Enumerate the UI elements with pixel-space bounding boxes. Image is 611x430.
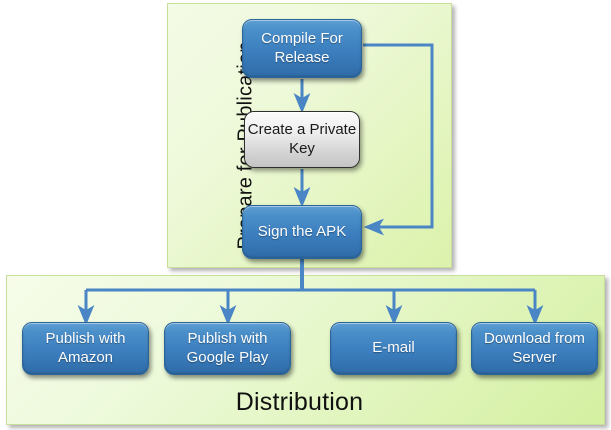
node-compile-for-release[interactable]: Compile For Release	[242, 19, 362, 78]
node-sign-the-apk[interactable]: Sign the APK	[242, 205, 362, 259]
node-download-from-server[interactable]: Download from Server	[471, 322, 598, 375]
node-publish-with-google-play[interactable]: Publish with Google Play	[164, 322, 291, 375]
node-create-a-private-key[interactable]: Create a Private Key	[244, 111, 360, 168]
group-title-distribution: Distribution	[235, 388, 364, 416]
node-publish-with-amazon[interactable]: Publish with Amazon	[22, 322, 149, 375]
node-email[interactable]: E-mail	[330, 322, 457, 375]
